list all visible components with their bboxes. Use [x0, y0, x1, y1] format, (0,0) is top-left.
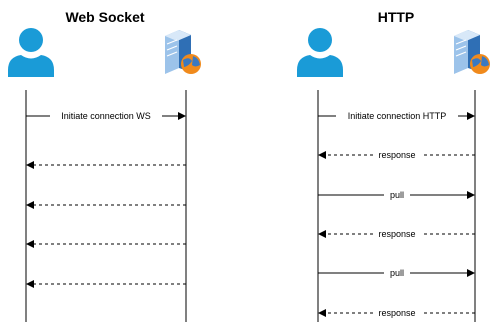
message-arrow: response	[318, 307, 475, 319]
message-label: pull	[390, 190, 404, 200]
message-label: pull	[390, 268, 404, 278]
message-label: Initiate connection HTTP	[348, 111, 447, 121]
server-globe-icon	[165, 30, 201, 74]
websocket-title: Web Socket	[65, 9, 144, 25]
user-icon	[297, 28, 343, 77]
message-arrow: pull	[318, 189, 475, 201]
message-label: response	[378, 150, 415, 160]
http-panel: HTTP Initiate connection HTTP resp	[297, 9, 490, 322]
http-title: HTTP	[378, 9, 415, 25]
message-arrow: response	[318, 228, 475, 240]
message-arrow: response	[318, 149, 475, 161]
websocket-panel: Web Socket Initiate connection WS	[8, 9, 201, 322]
server-globe-icon	[454, 30, 490, 74]
message-label: Initiate connection WS	[61, 111, 151, 121]
message-arrow: pull	[318, 267, 475, 279]
user-icon	[8, 28, 54, 77]
message-label: response	[378, 229, 415, 239]
message-arrow: Initiate connection WS	[26, 110, 186, 122]
message-label: response	[378, 308, 415, 318]
message-arrow: Initiate connection HTTP	[318, 110, 475, 122]
